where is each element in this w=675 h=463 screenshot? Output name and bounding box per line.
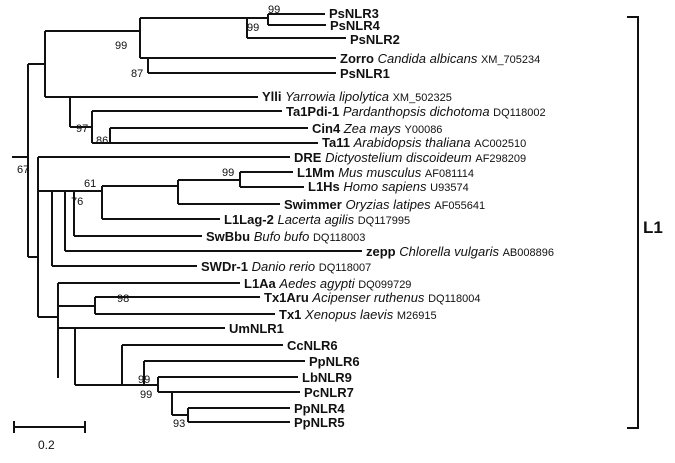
tree-branches <box>12 13 362 423</box>
branch-clade-d <box>38 190 53 266</box>
branch-clade-c <box>28 157 39 317</box>
bootstrap-pp1: 99 <box>138 374 150 386</box>
taxon-label-ta1pdi1: Ta1Pdi-1 Pardanthopsis dichotoma DQ11800… <box>286 104 546 119</box>
taxon-label-umnlr1: UmNLR1 <box>229 321 284 336</box>
clade-bracket-line <box>627 16 639 429</box>
scale-bar-label: 0.2 <box>38 438 55 452</box>
branch-plants <box>70 111 93 143</box>
taxon-label-dre: DRE Dictyostelium discoideum AF298209 <box>294 150 526 165</box>
bootstrap-ta1pdi: 97 <box>76 123 88 135</box>
bootstrap-pp45: 93 <box>173 418 185 430</box>
branch-mamm-swim <box>102 180 179 204</box>
taxon-label-lbnlr9: LbNLR9 <box>302 370 352 385</box>
taxon-label-ppnlr5: PpNLR5 <box>294 415 345 430</box>
scale-bar: 0.2 <box>13 421 86 452</box>
bootstrap-cin4ta11: 86 <box>96 135 108 147</box>
taxon-label-l1mm: L1Mm Mus musculus AF081114 <box>297 165 474 180</box>
taxon-label-psnlr4: PsNLR4 <box>330 18 381 33</box>
taxon-label-l1aa: L1Aa Aedes agypti DQ099729 <box>244 276 411 291</box>
taxon-label-psnlr3: PsNLR3 <box>329 6 379 21</box>
taxon-label-ylli: Ylli Yarrowia lipolytica XM_502325 <box>262 89 452 104</box>
taxon-label-swimmer: Swimmer Oryzias latipes AF055641 <box>284 197 485 212</box>
taxon-label-l1hs: L1Hs Homo sapiens U93574 <box>308 179 469 194</box>
taxon-label-pcnlr7: PcNLR7 <box>304 385 354 400</box>
bootstrap-root: 67 <box>17 164 29 176</box>
branch-clade-e <box>38 283 59 378</box>
taxon-label-ppnlr6: PpNLR6 <box>309 354 360 369</box>
taxon-label-zorro: Zorro Candida albicans XM_705234 <box>340 51 540 66</box>
bootstrap-values: 99 99 87 99 97 86 67 99 61 76 98 99 99 9… <box>17 4 280 430</box>
taxon-label-l1lag2: L1Lag-2 Lacerta agilis DQ117995 <box>224 212 410 227</box>
taxon-labels: PsNLR3 PsNLR4 PsNLR2 Zorro Candida albic… <box>201 6 554 430</box>
taxon-label-zepp: zepp Chlorella vulgaris AB008896 <box>366 244 554 259</box>
taxon-label-psnlr1: PsNLR1 <box>340 66 390 81</box>
branch-oomycetes <box>75 345 123 386</box>
branch-pp45 <box>172 408 189 422</box>
taxon-label-ppnlr4: PpNLR4 <box>294 401 345 416</box>
branch-vert2 <box>65 190 75 236</box>
scale-bar-line <box>13 421 86 433</box>
branch-cin4-ta11 <box>92 128 111 144</box>
bootstrap-vert1: 61 <box>84 178 96 190</box>
branch-pp1 <box>122 361 145 386</box>
taxon-label-tx1aru: Tx1Aru Acipenser ruthenus DQ118004 <box>264 290 480 305</box>
bootstrap-l1mamm: 99 <box>222 167 234 179</box>
branch-tx1-clade <box>58 297 96 314</box>
taxon-label-psnlr2: PsNLR2 <box>350 32 400 47</box>
bootstrap-pp2: 99 <box>140 389 152 401</box>
bootstrap-tx1: 98 <box>117 293 129 305</box>
branch-fungi <box>45 18 141 58</box>
bootstrap-ps34: 99 <box>268 4 280 16</box>
branch-l1mamm <box>178 172 241 187</box>
taxon-label-swdr1: SWDr-1 Danio rerio DQ118007 <box>201 259 371 274</box>
branch-pcnlr7-ppnlr45 <box>158 391 173 415</box>
branch-vert <box>52 190 66 251</box>
branch-clade-a <box>28 31 46 97</box>
bootstrap-ps1: 87 <box>131 68 143 80</box>
branch-ps34 <box>247 14 269 25</box>
taxon-label-ta11: Ta11 Arabidopsis thaliana AC002510 <box>322 135 526 150</box>
taxon-label-cin4: Cin4 Zea mays Y00086 <box>312 121 442 136</box>
bootstrap-ps342: 99 <box>247 22 259 34</box>
branch-pp2 <box>144 377 159 392</box>
branch-zorro-ps1 <box>140 57 149 73</box>
clade-label: L1 <box>643 218 663 237</box>
branch-vert1 <box>74 186 103 219</box>
bootstrap-vert2: 76 <box>71 196 83 208</box>
root-stem <box>12 64 29 257</box>
branch-ps342 <box>140 17 248 38</box>
bootstrap-fungi: 99 <box>115 40 127 52</box>
taxon-label-swbbu: SwBbu Bufo bufo DQ118003 <box>206 229 365 244</box>
clade-bracket-l1: L1 <box>627 16 663 429</box>
taxon-label-tx1: Tx1 Xenopus laevis M26915 <box>279 307 437 322</box>
branch-clade-f <box>58 327 76 385</box>
branch-clade-b <box>45 96 71 127</box>
taxon-label-ccnlr6: CcNLR6 <box>287 338 338 353</box>
